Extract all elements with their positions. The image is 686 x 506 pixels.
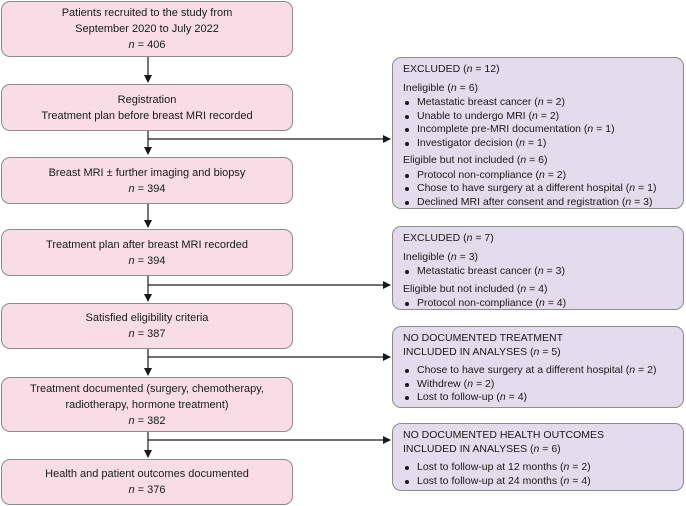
list-item: Protocol non-compliance (n = 4) [405, 297, 673, 311]
recruited-line2: September 2020 to July 2022 [75, 23, 219, 35]
treatment-line1: Treatment documented (surgery, chemother… [30, 382, 264, 395]
excluded-box-2: EXCLUDED (n = 7) Ineligible (n = 3) Meta… [392, 226, 684, 310]
recruited-count: n = 406 [128, 39, 166, 51]
mri-count: n = 394 [128, 182, 166, 195]
list-item: Investigator decision (n = 1) [405, 137, 673, 151]
recruited-line1: Patients recruited to the study from [61, 7, 233, 19]
outcomes-count: n = 376 [128, 484, 166, 496]
excluded-2-not-included: Eligible but not included (n = 4) [403, 282, 548, 295]
mri-line1: Breast MRI ± further imaging and biopsy [48, 166, 246, 179]
plan-after-count: n = 394 [128, 254, 166, 267]
list-item: Withdrew (n = 2) [405, 378, 673, 392]
list-item: Chose to have surgery at a different hos… [405, 182, 673, 196]
list-item: Metastatic breast cancer (n = 2) [405, 96, 673, 110]
recruited-box: Patients recruited to the study from Sep… [1, 1, 293, 57]
no-treatment-box: NO DOCUMENTED TREATMENT INCLUDED IN ANAL… [392, 326, 684, 408]
registration-line2: Treatment plan before breast MRI recorde… [41, 109, 253, 122]
plan-after-line1: Treatment plan after breast MRI recorded [46, 238, 248, 251]
treatment-box: Treatment documented (surgery, chemother… [1, 377, 293, 432]
excluded-2-ineligible: Ineligible (n = 3) [403, 250, 479, 263]
treatment-count: n = 382 [128, 414, 166, 427]
outcomes-line1: Health and patient outcomes documented [45, 468, 249, 480]
excluded-2-title: EXCLUDED (n = 7) [403, 232, 494, 244]
no-outcomes-title-1: NO DOCUMENTED HEALTH OUTCOMES [403, 429, 605, 441]
eligibility-line1: Satisfied eligibility criteria [85, 312, 209, 324]
list-item: Declined MRI after consent and registrat… [405, 196, 673, 210]
list-item: Lost to follow-up (n = 4) [405, 391, 673, 405]
outcomes-box: Health and patient outcomes documented n… [1, 459, 293, 505]
no-outcomes-title-2: INCLUDED IN ANALYSES (n = 6) [403, 442, 561, 455]
excluded-1-title: EXCLUDED (n = 12) [403, 63, 500, 75]
no-treatment-title-1: NO DOCUMENTED TREATMENT [403, 332, 564, 344]
list-item: Unable to undergo MRI (n = 2) [405, 110, 673, 124]
registration-line1: Registration [117, 93, 177, 106]
mri-box: Breast MRI ± further imaging and biopsy … [1, 157, 293, 204]
eligibility-count: n = 387 [128, 328, 166, 340]
treatment-line2: radiotherapy, hormone treatment) [65, 398, 229, 411]
excluded-box-1: EXCLUDED (n = 12) Ineligible (n = 6) Met… [392, 57, 684, 209]
registration-box: Registration Treatment plan before breas… [1, 84, 293, 131]
excluded-1-not-included: Eligible but not included (n = 6) [403, 154, 548, 166]
list-item: Incomplete pre-MRI documentation (n = 1) [405, 123, 673, 137]
eligibility-box: Satisfied eligibility criteria n = 387 [1, 303, 293, 349]
list-item: Lost to follow-up at 24 months (n = 4) [405, 475, 673, 489]
list-item: Protocol non-compliance (n = 2) [405, 169, 673, 183]
plan-after-box: Treatment plan after breast MRI recorded… [1, 229, 293, 276]
no-treatment-title-2: INCLUDED IN ANALYSES (n = 5) [403, 345, 561, 358]
list-item: Chose to have surgery at a different hos… [405, 364, 673, 378]
list-item: Metastatic breast cancer (n = 3) [405, 265, 673, 279]
excluded-1-ineligible: Ineligible (n = 6) [403, 81, 479, 94]
no-outcomes-box: NO DOCUMENTED HEALTH OUTCOMES INCLUDED I… [392, 423, 684, 491]
list-item: Lost to follow-up at 12 months (n = 2) [405, 461, 673, 475]
